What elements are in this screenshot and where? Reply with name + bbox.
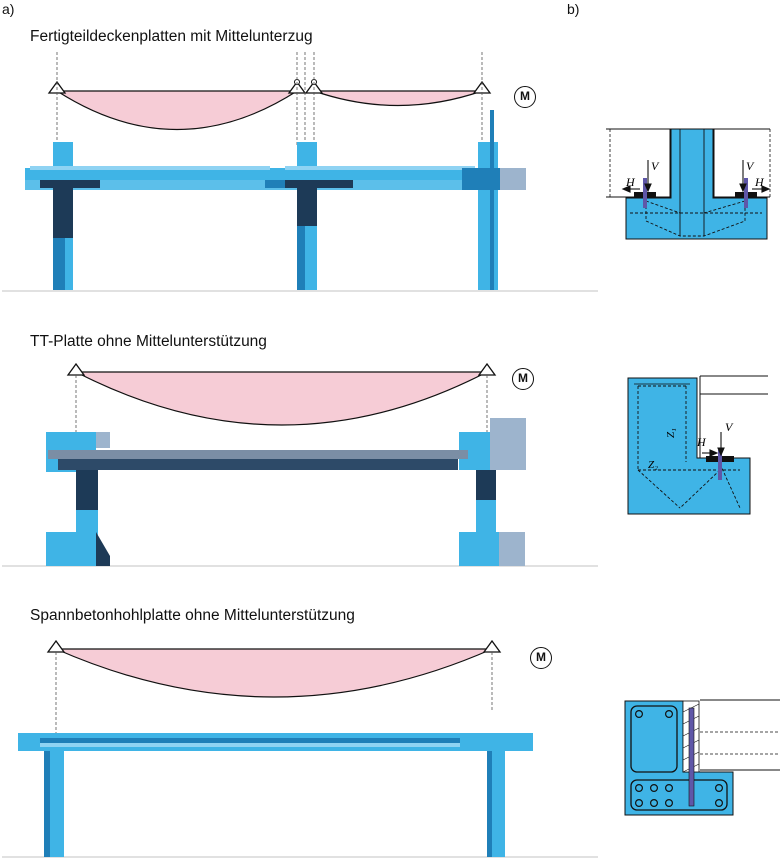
support-triangle-icon [482, 639, 502, 653]
panel-2-drawing [2, 362, 598, 567]
panel-3-moment-symbol: M [530, 647, 552, 669]
panel-2-title: TT-Platte ohne Mittelunterstützung [30, 333, 267, 350]
force-label: V [651, 159, 660, 173]
detail-1-drawing: H V V H [606, 128, 771, 240]
moment-diagram [313, 90, 483, 107]
panel-3-title: Spannbetonhohlplatte ohne Mittelunterstü… [30, 607, 355, 624]
moment-diagram [75, 371, 488, 426]
beam [40, 180, 100, 188]
force-label: H [696, 435, 707, 449]
force-label: Z₁ [665, 428, 677, 438]
part-label-a: a) [2, 1, 15, 17]
beam [285, 180, 353, 188]
panel-1-moment-symbol: M [514, 86, 536, 108]
force-label: Z₂ [648, 459, 658, 471]
column [478, 142, 498, 290]
support-triangle-icon [477, 362, 497, 376]
detail-2-drawing: Z₁ Z₂ H V [627, 375, 768, 515]
detail-3-drawing [624, 699, 780, 816]
slab [25, 168, 525, 180]
panel-1-title: Fertigteildeckenplatten mit Mittelunterz… [30, 28, 313, 45]
panel-3-drawing [2, 639, 598, 858]
moment-diagram [54, 90, 300, 130]
tt-slab [48, 450, 468, 459]
force-label: V [725, 420, 734, 434]
force-label: H [625, 175, 636, 189]
force-label: V [746, 159, 755, 173]
force-label: H [754, 175, 765, 189]
moment-diagram [55, 648, 493, 698]
edge-beam [462, 168, 502, 190]
panel-1-drawing [2, 52, 598, 292]
panel-2-moment-symbol: M [512, 368, 534, 390]
support-triangle-icon [46, 639, 66, 653]
support-triangle-icon [66, 362, 86, 376]
part-label-b: b) [567, 1, 580, 17]
